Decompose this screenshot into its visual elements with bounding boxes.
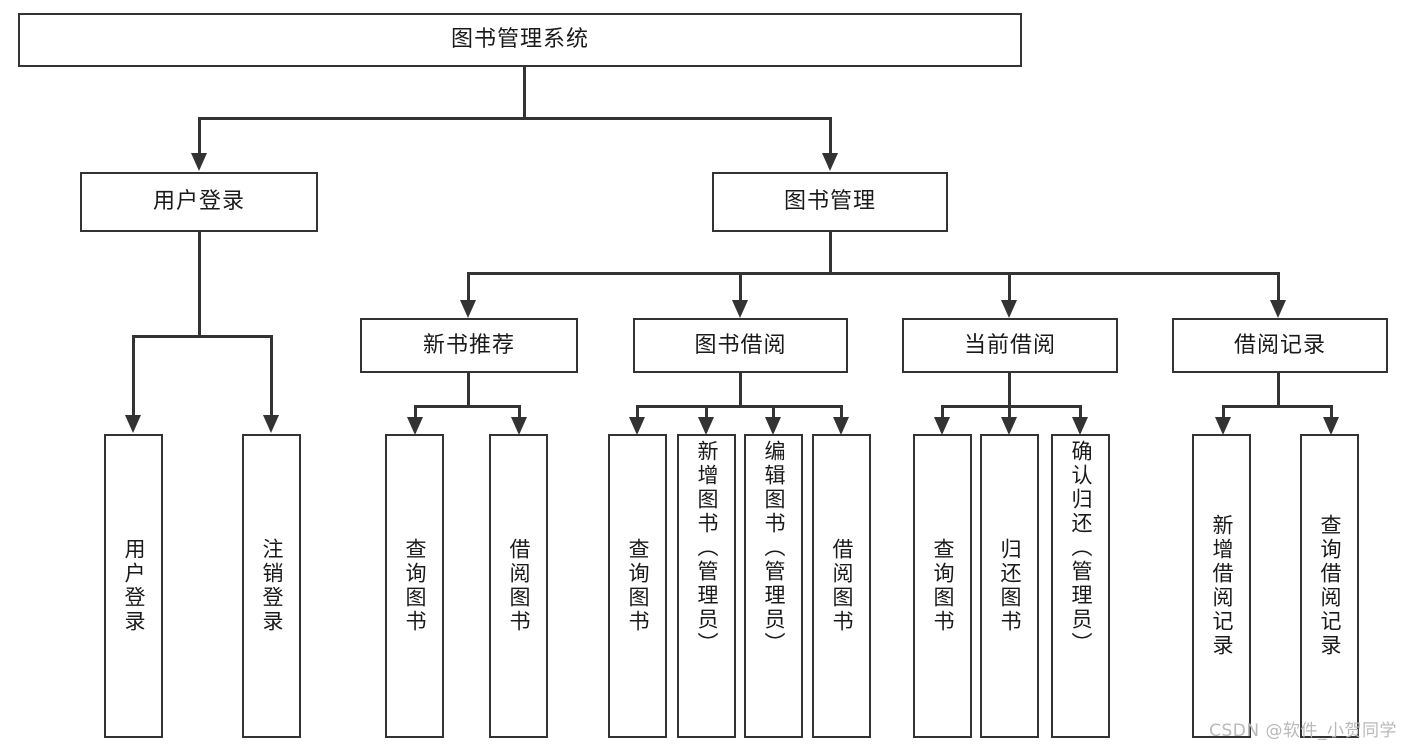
arrowhead-bb-leaf-3 xyxy=(765,417,781,435)
leaf-label: 查询图书 xyxy=(931,538,956,634)
edge-user-login-stem xyxy=(198,232,201,335)
edge-bb-drop-4 xyxy=(840,405,843,419)
edge-nbr-bus xyxy=(414,405,520,408)
arrowhead-book-management xyxy=(822,153,838,171)
arrowhead-leaf-logout-login xyxy=(263,415,279,433)
arrowhead-nbr-leaf-2 xyxy=(511,417,527,435)
edge-cb-stem xyxy=(1008,373,1011,405)
edge-nbr-drop-1 xyxy=(414,405,417,419)
node-label: 当前借阅 xyxy=(963,332,1056,358)
leaf-user-login[interactable]: 用户登录 xyxy=(104,434,163,738)
node-book-borrow[interactable]: 图书借阅 xyxy=(633,318,848,373)
edge-bb-drop-1 xyxy=(636,405,639,419)
arrowhead-br-leaf-1 xyxy=(1215,417,1231,435)
watermark: CSDN @软件_小贺同学 xyxy=(1209,721,1397,741)
edge-nbr-stem xyxy=(467,373,470,405)
arrowhead-bb-leaf-4 xyxy=(833,417,849,435)
arrowhead-nbr-leaf-1 xyxy=(407,417,423,435)
leaf-label: 确认归还（管理员） xyxy=(1069,440,1094,656)
edge-cb-drop-1 xyxy=(941,405,944,419)
leaf-add-book-admin[interactable]: 新增图书（管理员） xyxy=(677,434,736,738)
edge-user-login-drop-2 xyxy=(270,335,273,417)
leaf-borrow-book-nbr[interactable]: 借阅图书 xyxy=(489,434,548,738)
edge-level2-bus xyxy=(198,117,832,120)
arrowhead-user-login xyxy=(191,153,207,171)
arrowhead-borrow-record xyxy=(1270,300,1286,318)
edge-level3-drop-1 xyxy=(467,272,470,302)
arrowhead-cb-leaf-3 xyxy=(1072,417,1088,435)
edge-level2-drop-right xyxy=(829,117,832,155)
arrowhead-br-leaf-2 xyxy=(1323,417,1339,435)
edge-bb-drop-3 xyxy=(772,405,775,419)
leaf-label: 用户登录 xyxy=(122,538,147,634)
leaf-confirm-return-admin[interactable]: 确认归还（管理员） xyxy=(1051,434,1110,738)
leaf-label: 编辑图书（管理员） xyxy=(762,440,787,656)
edge-cb-drop-2 xyxy=(1008,405,1011,419)
node-label: 新书推荐 xyxy=(422,332,515,358)
leaf-label: 查询借阅记录 xyxy=(1318,514,1343,658)
edge-cb-bus xyxy=(941,405,1081,408)
node-label: 用户登录 xyxy=(152,189,245,215)
leaf-label: 注销登录 xyxy=(260,538,285,634)
edge-level3-drop-2 xyxy=(739,272,742,302)
leaf-label: 归还图书 xyxy=(998,538,1023,634)
edge-cb-drop-3 xyxy=(1079,405,1082,419)
leaf-logout-login[interactable]: 注销登录 xyxy=(242,434,301,738)
edge-level2-drop-left xyxy=(198,117,201,155)
edge-root-stem xyxy=(523,67,526,117)
arrowhead-leaf-user-login xyxy=(125,415,141,433)
edge-br-drop-2 xyxy=(1330,405,1333,419)
arrowhead-bb-leaf-2 xyxy=(698,417,714,435)
leaf-label: 借阅图书 xyxy=(830,538,855,634)
node-borrow-record[interactable]: 借阅记录 xyxy=(1172,318,1388,373)
arrowhead-current-borrow xyxy=(1001,300,1017,318)
node-book-management[interactable]: 图书管理 xyxy=(712,172,948,232)
leaf-add-borrow-record[interactable]: 新增借阅记录 xyxy=(1192,434,1251,738)
leaf-label: 借阅图书 xyxy=(507,538,532,634)
node-label: 图书管理系统 xyxy=(450,27,589,53)
arrowhead-bb-leaf-1 xyxy=(629,417,645,435)
leaf-query-book-cb[interactable]: 查询图书 xyxy=(913,434,972,738)
edge-br-stem xyxy=(1277,373,1280,405)
edge-bb-bus xyxy=(636,405,842,408)
leaf-label: 查询图书 xyxy=(403,538,428,634)
edge-bb-stem xyxy=(739,373,742,405)
leaf-query-book-bb[interactable]: 查询图书 xyxy=(608,434,667,738)
node-new-book-recommend[interactable]: 新书推荐 xyxy=(360,318,578,373)
edge-level3-drop-4 xyxy=(1277,272,1280,302)
leaf-borrow-book-bb[interactable]: 借阅图书 xyxy=(812,434,871,738)
arrowhead-cb-leaf-2 xyxy=(1001,417,1017,435)
edge-level3-drop-3 xyxy=(1008,272,1011,302)
edge-br-bus xyxy=(1222,405,1332,408)
node-label: 图书管理 xyxy=(783,189,876,215)
edge-book-management-stem xyxy=(829,232,832,272)
edge-user-login-drop-1 xyxy=(132,335,135,417)
edge-br-drop-1 xyxy=(1222,405,1225,419)
leaf-label: 新增借阅记录 xyxy=(1210,514,1235,658)
leaf-label: 新增图书（管理员） xyxy=(695,440,720,656)
leaf-return-book[interactable]: 归还图书 xyxy=(980,434,1039,738)
node-label: 图书借阅 xyxy=(694,332,787,358)
node-current-borrow[interactable]: 当前借阅 xyxy=(902,318,1118,373)
edge-nbr-drop-2 xyxy=(518,405,521,419)
node-root-book-management-system[interactable]: 图书管理系统 xyxy=(18,13,1022,67)
edge-bb-drop-2 xyxy=(705,405,708,419)
node-label: 借阅记录 xyxy=(1233,332,1326,358)
arrowhead-cb-leaf-1 xyxy=(934,417,950,435)
leaf-edit-book-admin[interactable]: 编辑图书（管理员） xyxy=(744,434,803,738)
leaf-query-borrow-record[interactable]: 查询借阅记录 xyxy=(1300,434,1359,738)
leaf-query-book-nbr[interactable]: 查询图书 xyxy=(385,434,444,738)
arrowhead-new-book-recommend xyxy=(460,300,476,318)
edge-level3-bus xyxy=(467,272,1279,275)
edge-user-login-bus xyxy=(132,335,272,338)
leaf-label: 查询图书 xyxy=(626,538,651,634)
arrowhead-book-borrow xyxy=(732,300,748,318)
node-user-login[interactable]: 用户登录 xyxy=(80,172,318,232)
